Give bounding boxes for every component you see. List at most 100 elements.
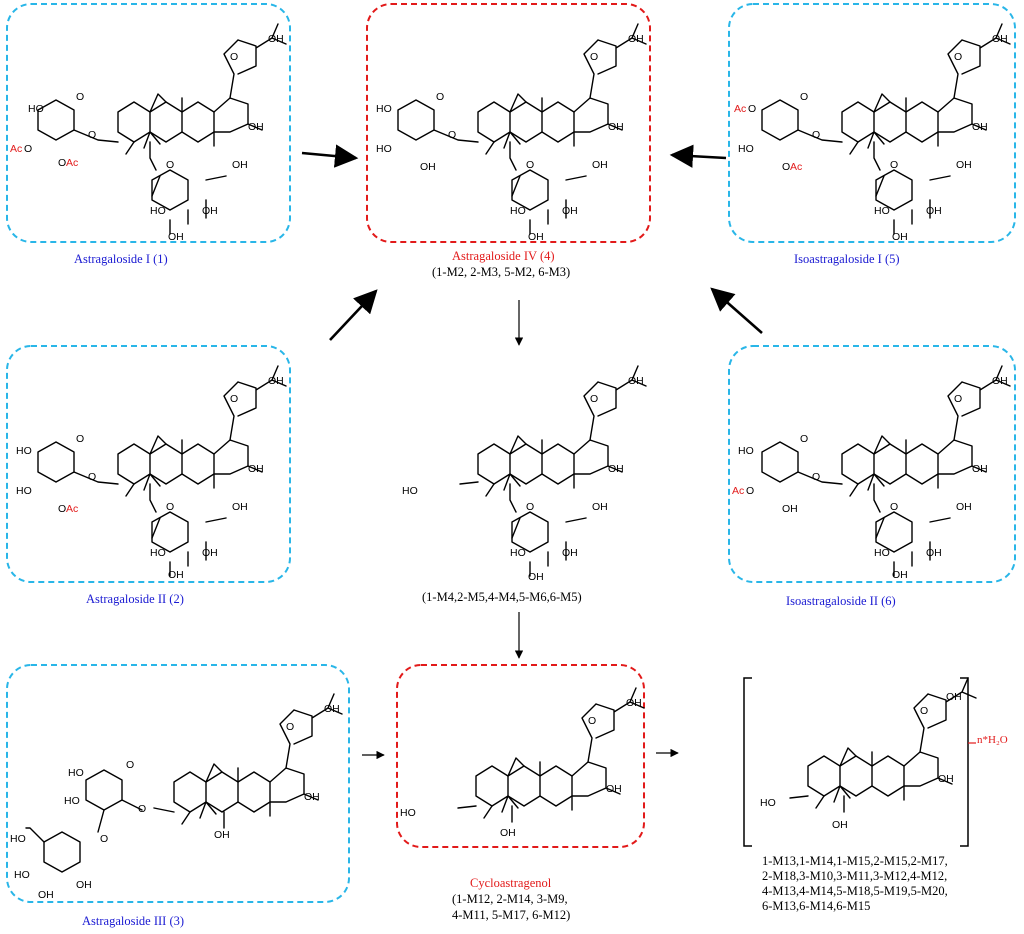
box-astragaloside-2 <box>6 345 291 583</box>
svg-text:OH: OH <box>992 375 1008 387</box>
bracket-left <box>743 677 752 847</box>
svg-text:OH: OH <box>528 231 544 243</box>
svg-text:O: O <box>58 157 66 169</box>
svg-text:O: O <box>88 471 96 483</box>
svg-text:Ac: Ac <box>732 485 744 497</box>
svg-text:OH: OH <box>946 691 962 703</box>
label-astragaloside-3: Astragaloside III (3) <box>82 914 185 928</box>
svg-text:O: O <box>920 705 928 717</box>
svg-text:HO: HO <box>376 143 392 155</box>
svg-text:OH: OH <box>168 569 184 581</box>
svg-text:O: O <box>230 393 238 405</box>
svg-text:OH: OH <box>972 121 988 133</box>
svg-text:OH: OH <box>232 159 248 171</box>
svg-text:O: O <box>800 433 808 445</box>
box-isoastragaloside-2 <box>728 345 1016 583</box>
structure-astragaloside-2 <box>117 365 287 497</box>
arrow-5-to-4 <box>669 144 727 168</box>
label-isoastragaloside-1: Isoastragaloside I (5) <box>794 252 900 266</box>
svg-text:HO: HO <box>400 807 416 819</box>
svg-text:O: O <box>166 159 174 171</box>
label-isoastragaloside-2: Isoastragaloside II (6) <box>786 594 896 608</box>
svg-text:O: O <box>126 759 134 771</box>
svg-text:O: O <box>526 159 534 171</box>
svg-text:O: O <box>448 129 456 141</box>
svg-text:HO: HO <box>150 547 166 559</box>
hydrate-suffix: n*H₂O <box>977 734 1008 746</box>
svg-text:Ac: Ac <box>66 157 78 169</box>
svg-text:OH: OH <box>202 547 218 559</box>
svg-text:O: O <box>812 471 820 483</box>
svg-text:O: O <box>588 715 596 727</box>
svg-text:OH: OH <box>938 773 954 785</box>
svg-text:HO: HO <box>760 797 776 809</box>
svg-text:HO: HO <box>738 143 754 155</box>
svg-text:HO: HO <box>510 205 526 217</box>
svg-text:O: O <box>76 91 84 103</box>
svg-text:HO: HO <box>10 833 26 845</box>
svg-text:O: O <box>954 51 962 63</box>
arrow-2-to-4 <box>329 289 378 341</box>
svg-text:Ac: Ac <box>734 103 746 115</box>
svg-text:OH: OH <box>992 33 1008 45</box>
label-cycloastragenol: Cycloastragenol <box>470 876 552 890</box>
svg-text:O: O <box>138 803 146 815</box>
svg-text:OH: OH <box>592 159 608 171</box>
structure-astragaloside-3 <box>173 693 343 825</box>
svg-text:OH: OH <box>926 205 942 217</box>
box-cycloastragenol <box>396 664 645 848</box>
svg-text:OH: OH <box>608 463 624 475</box>
svg-text:O: O <box>782 161 790 173</box>
svg-text:HO: HO <box>738 445 754 457</box>
svg-text:O: O <box>590 51 598 63</box>
svg-text:OH: OH <box>832 819 848 831</box>
label-astragaloside-2: Astragaloside II (2) <box>86 592 184 606</box>
label-astragaloside-1: Astragaloside I (1) <box>74 252 168 266</box>
svg-text:OH: OH <box>592 501 608 513</box>
bracket-right <box>960 677 969 847</box>
svg-text:Ac: Ac <box>66 503 78 515</box>
metabolites-astragaloside-4: (1-M2, 2-M3, 5-M2, 6-M3) <box>432 265 571 279</box>
svg-text:HO: HO <box>510 547 526 559</box>
svg-text:OH: OH <box>420 161 436 173</box>
svg-text:O: O <box>748 103 756 115</box>
structure-isoastragaloside-2 <box>841 365 1011 497</box>
svg-text:O: O <box>100 833 108 845</box>
svg-text:OH: OH <box>528 571 544 583</box>
svg-text:OH: OH <box>500 827 516 839</box>
arrow-6-to-4 <box>710 287 763 334</box>
svg-text:O: O <box>890 159 898 171</box>
box-isoastragaloside-1 <box>728 3 1016 243</box>
svg-text:HO: HO <box>16 445 32 457</box>
metabolites-intermediate: (1-M4,2-M5,4-M4,5-M6,6-M5) <box>422 590 582 604</box>
svg-text:O: O <box>590 393 598 405</box>
svg-text:O: O <box>526 501 534 513</box>
svg-text:Ac: Ac <box>10 143 22 155</box>
svg-text:OH: OH <box>626 697 642 709</box>
svg-text:OH: OH <box>562 205 578 217</box>
svg-text:OH: OH <box>606 783 622 795</box>
svg-text:OH: OH <box>268 33 284 45</box>
svg-text:OH: OH <box>304 791 320 803</box>
svg-text:O: O <box>812 129 820 141</box>
svg-text:OH: OH <box>628 33 644 45</box>
svg-text:O: O <box>58 503 66 515</box>
svg-text:OH: OH <box>956 501 972 513</box>
svg-text:OH: OH <box>248 121 264 133</box>
svg-text:O: O <box>436 91 444 103</box>
svg-text:O: O <box>76 433 84 445</box>
svg-text:HO: HO <box>14 869 30 881</box>
svg-text:O: O <box>286 721 294 733</box>
svg-text:HO: HO <box>874 205 890 217</box>
svg-text:OH: OH <box>782 503 798 515</box>
svg-text:OH: OH <box>76 879 92 891</box>
metabolites-cycloastragenol-line1: (1-M12, 2-M14, 3-M9, <box>452 892 568 906</box>
metabolites-cycloastragenol-line2: 4-M11, 5-M17, 6-M12) <box>452 908 571 922</box>
metabolites-hydrated-line3: 4-M13,4-M14,5-M18,5-M19,5-M20, <box>762 884 948 898</box>
structure-astragaloside-1 <box>117 23 287 155</box>
svg-text:O: O <box>800 91 808 103</box>
label-astragaloside-4: Astragaloside IV (4) <box>452 249 555 263</box>
metabolites-hydrated-line4: 6-M13,6-M14,6-M15 <box>762 899 871 913</box>
svg-text:O: O <box>166 501 174 513</box>
svg-text:OH: OH <box>38 889 54 901</box>
